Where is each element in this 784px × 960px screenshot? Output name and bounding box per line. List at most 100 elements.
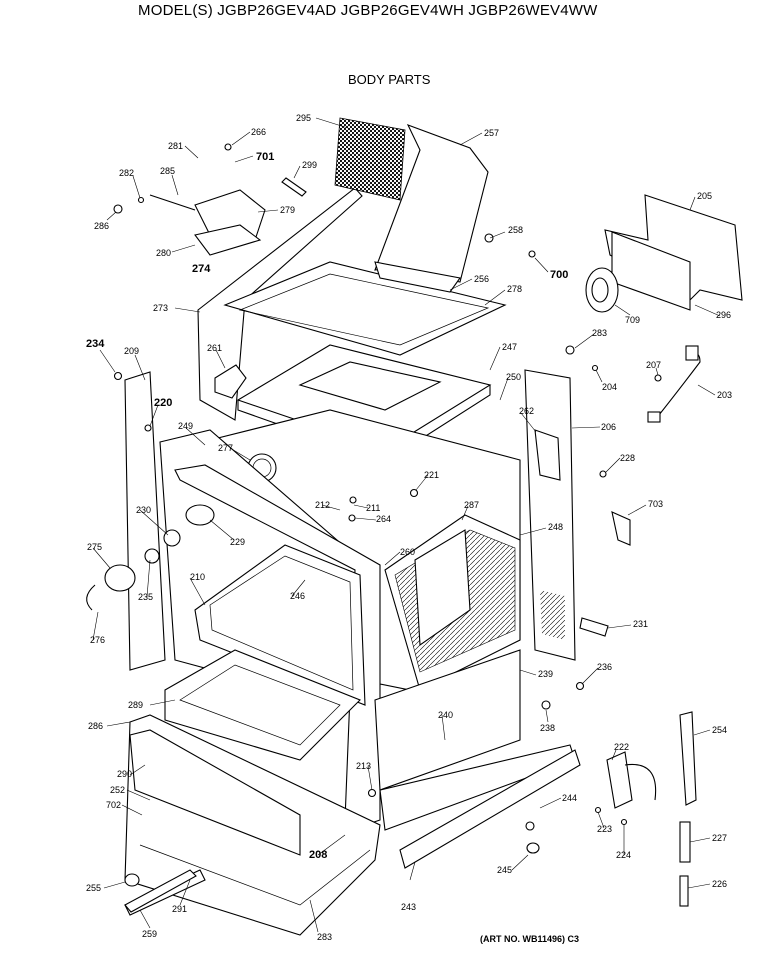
- clip-703: [611, 511, 631, 546]
- callout: 236: [597, 662, 612, 672]
- callout: 702: [106, 800, 121, 810]
- callout: 275: [87, 542, 102, 552]
- art-number: (ART NO. WB11496) C3: [480, 934, 580, 944]
- callout: 701: [256, 151, 274, 163]
- callout: 281: [168, 141, 183, 151]
- callout: 224: [616, 850, 631, 860]
- callout: 260: [400, 547, 415, 557]
- callout: 252: [110, 785, 125, 795]
- callout: 249: [178, 421, 193, 431]
- callout: 226: [712, 879, 727, 889]
- callout: 203: [717, 390, 732, 400]
- callout: 277: [218, 443, 233, 453]
- leader-lines: [92, 117, 721, 933]
- callout: 255: [86, 883, 101, 893]
- callout: 227: [712, 833, 727, 843]
- callout: 231: [633, 619, 648, 629]
- callout: 299: [302, 160, 317, 170]
- callout: 235: [138, 592, 153, 602]
- callout: 291: [172, 904, 187, 914]
- callout: 266: [251, 127, 266, 137]
- rod-259: [124, 869, 197, 913]
- callout: 276: [90, 635, 105, 645]
- callout: 213: [356, 761, 371, 771]
- callout: 221: [424, 470, 439, 480]
- callout: 205: [697, 191, 712, 201]
- callout: 243: [401, 902, 416, 912]
- callout: 286: [94, 221, 109, 231]
- callout: 280: [156, 248, 171, 258]
- callout: 287: [464, 500, 479, 510]
- callout: 700: [550, 269, 568, 281]
- part-226: [679, 875, 689, 907]
- cooktop-frame: [223, 261, 507, 356]
- callout: 220: [154, 397, 172, 409]
- drawer-panel: [129, 729, 301, 856]
- callout: 209: [124, 346, 139, 356]
- light-cover: [104, 564, 136, 592]
- callout: 206: [601, 422, 616, 432]
- callout: 261: [207, 343, 222, 353]
- callout: 282: [119, 168, 134, 178]
- bracket-222: [606, 751, 633, 809]
- callout: 247: [502, 342, 517, 352]
- callout: 245: [497, 865, 512, 875]
- callout: 283: [317, 932, 332, 942]
- left-outer-panel: [124, 371, 166, 671]
- callout: 239: [538, 669, 553, 679]
- oven-opening: [194, 544, 366, 706]
- hinge-254: [679, 711, 697, 806]
- callout: 248: [548, 522, 563, 532]
- callout: 279: [280, 205, 295, 215]
- callout: 254: [712, 725, 727, 735]
- callout: 222: [614, 742, 629, 752]
- upper-parts: [86, 117, 743, 913]
- callout-labels: 295 257 266 281 701 299 282 285 279 286 …: [86, 113, 732, 942]
- callout: 204: [602, 382, 617, 392]
- callout: 257: [484, 128, 499, 138]
- callout: 256: [474, 274, 489, 284]
- callout: 223: [597, 824, 612, 834]
- knob-230: [163, 529, 181, 547]
- callout: 259: [142, 929, 157, 939]
- foot-245: [526, 842, 540, 854]
- callout: 212: [315, 500, 330, 510]
- callout: 285: [160, 166, 175, 176]
- callout: 295: [296, 113, 311, 123]
- section-title: BODY PARTS: [348, 72, 431, 87]
- callout: 238: [540, 723, 555, 733]
- round-plate: [585, 267, 619, 313]
- power-cord: [654, 353, 701, 421]
- callout: 210: [190, 572, 205, 582]
- callout: 286: [88, 721, 103, 731]
- callout: 289: [128, 700, 143, 710]
- oven-burner-part: [214, 364, 247, 399]
- callout: 208: [309, 849, 327, 861]
- callout: 230: [136, 505, 151, 515]
- callout: 244: [562, 793, 577, 803]
- callout: 250: [506, 372, 521, 382]
- foot-255: [124, 873, 140, 887]
- callout: 228: [620, 453, 635, 463]
- bracket-231: [579, 617, 609, 637]
- bracket-299: [281, 177, 307, 197]
- callout: 274: [192, 263, 211, 275]
- callout: 278: [507, 284, 522, 294]
- callout: 273: [153, 303, 168, 313]
- callout: 703: [648, 499, 663, 509]
- bottom-back: [374, 649, 521, 791]
- part-227: [679, 821, 691, 863]
- model-header: MODEL(S) JGBP26GEV4AD JGBP26GEV4WH JGBP2…: [138, 2, 598, 19]
- igniter-disc: [185, 504, 215, 526]
- callout: 709: [625, 315, 640, 325]
- filter-mesh: [334, 117, 406, 201]
- cabinet-body: [124, 187, 581, 936]
- callout: 262: [519, 406, 534, 416]
- broiler-pan: [164, 649, 361, 761]
- callout: 258: [508, 225, 523, 235]
- callout: 211: [366, 503, 380, 513]
- callout: 240: [438, 710, 453, 720]
- callout: 207: [646, 360, 661, 370]
